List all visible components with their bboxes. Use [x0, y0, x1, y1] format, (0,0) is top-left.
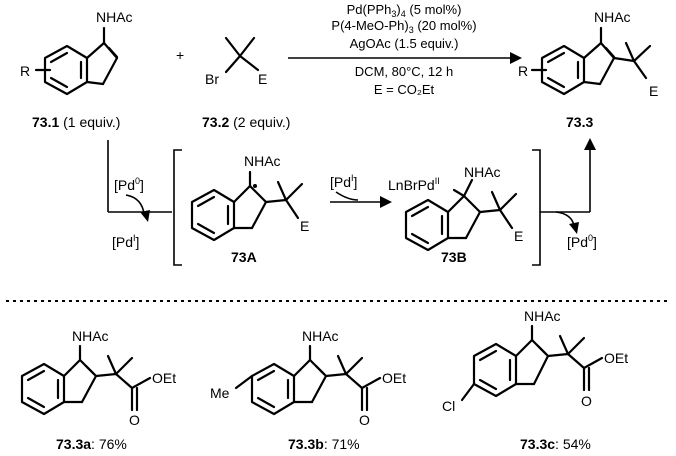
indene-73-1: R NHAc	[20, 9, 133, 96]
svg-text:Me: Me	[210, 385, 230, 401]
compound-73-1-id: 73.1 (1 equiv.)	[32, 114, 120, 130]
intermediate-73a-id: 73A	[231, 249, 257, 265]
svg-text:AgOAc (1.5 equiv.): AgOAc (1.5 equiv.)	[350, 36, 459, 51]
example-73-3b-label: 73.3b: 71%	[288, 436, 360, 452]
svg-text:O: O	[129, 412, 140, 428]
svg-text:NHAc: NHAc	[464, 164, 501, 180]
svg-text:E: E	[514, 228, 523, 244]
intermediate-73b: NHAc LnBrPdII E	[388, 164, 523, 252]
svg-text:NHAc: NHAc	[594, 9, 631, 25]
nhac-label: NHAc	[96, 9, 133, 25]
svg-text:NHAc: NHAc	[244, 153, 281, 169]
example-73-3c: NHAc Cl OEt O	[442, 308, 628, 414]
svg-text:NHAc: NHAc	[524, 308, 561, 324]
compound-73-2-id: 73.2 (2 equiv.)	[202, 114, 290, 130]
bromoester-73-2: Br E	[205, 36, 267, 87]
svg-text:OEt: OEt	[604, 350, 628, 366]
ester-e-label: E	[258, 71, 267, 87]
svg-text:O: O	[581, 393, 592, 409]
svg-text:E: E	[649, 83, 658, 99]
svg-text:E: E	[300, 218, 309, 234]
svg-text:P(4-MeO-Ph)3 (20 mol%): P(4-MeO-Ph)3 (20 mol%)	[331, 18, 476, 35]
svg-text:[Pd0]: [Pd0]	[114, 176, 144, 193]
svg-text:[PdI]: [PdI]	[112, 233, 139, 250]
pdI-addition-arrow: [PdI]	[330, 173, 392, 208]
reaction-conditions: Pd(PPh3)4 (5 mol%) P(4-MeO-Ph)3 (20 mol%…	[331, 2, 476, 97]
svg-text:NHAc: NHAc	[302, 328, 339, 344]
substituent-r: R	[20, 63, 30, 79]
br-label: Br	[205, 71, 219, 87]
intermediate-73a: NHAc E	[190, 153, 309, 242]
svg-text:DCM, 80°C, 12 h: DCM, 80°C, 12 h	[355, 64, 453, 79]
pd0-entry-path: [Pd0] [PdI]	[107, 140, 172, 250]
svg-text:[Pd0]: [Pd0]	[567, 233, 597, 250]
example-73-3a-label: 73.3a: 76%	[56, 436, 127, 452]
example-73-3c-label: 73.3c: 54%	[520, 436, 591, 452]
product-73-3: R NHAc E	[518, 9, 658, 99]
pd0-exit-path: [Pd0]	[540, 138, 597, 250]
intermediate-73b-id: 73B	[441, 249, 467, 265]
svg-text:R: R	[518, 63, 528, 79]
plus-sign: +	[176, 47, 184, 63]
bracket-right	[532, 149, 541, 266]
compound-73-3-id: 73.3	[566, 114, 593, 130]
svg-text:NHAc: NHAc	[72, 328, 109, 344]
example-73-3a: NHAc OEt O	[20, 328, 176, 428]
svg-text:Cl: Cl	[442, 398, 455, 414]
svg-text:O: O	[359, 412, 370, 428]
svg-text:E = CO₂Et: E = CO₂Et	[374, 82, 435, 97]
example-73-3b: NHAc Me OEt O	[210, 328, 406, 428]
svg-text:LnBrPdII: LnBrPdII	[388, 176, 440, 193]
bracket-left	[173, 149, 182, 266]
svg-text:OEt: OEt	[382, 370, 406, 386]
reaction-arrow	[288, 52, 522, 64]
svg-text:OEt: OEt	[152, 370, 176, 386]
svg-text:Pd(PPh3)4 (5 mol%): Pd(PPh3)4 (5 mol%)	[347, 2, 462, 19]
svg-text:[PdI]: [PdI]	[330, 173, 357, 190]
